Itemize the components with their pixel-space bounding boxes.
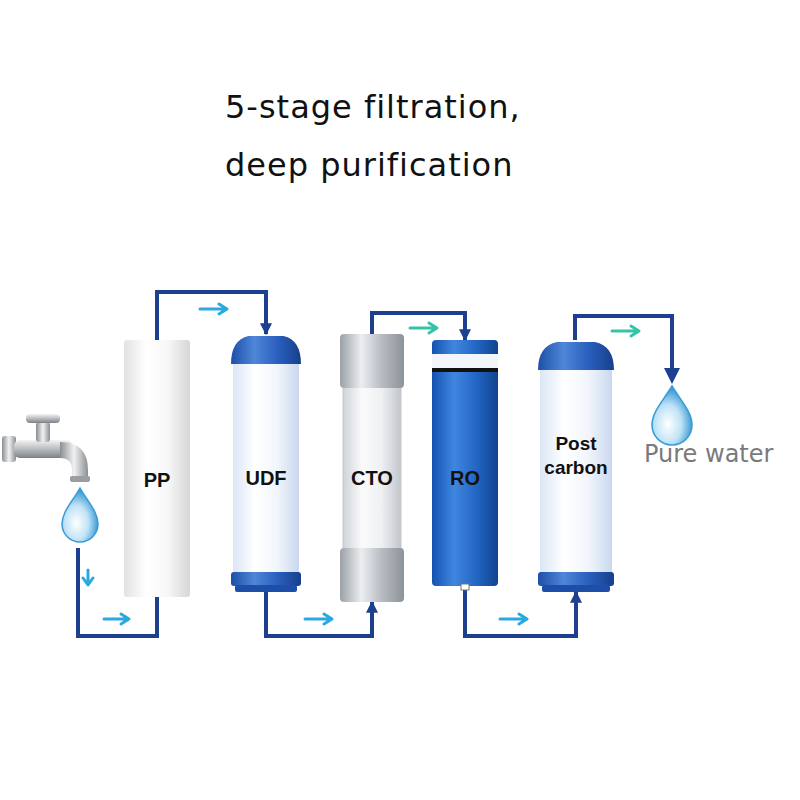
filter-cap: [231, 336, 301, 364]
filter-cap: [538, 342, 614, 370]
filter-cap: [340, 334, 404, 388]
membrane-port: [461, 584, 469, 590]
membrane-body: [432, 340, 498, 586]
filter-label: UDF: [231, 466, 301, 491]
filter-ring: [235, 585, 297, 592]
cartridge-outline: [124, 340, 190, 597]
cartridge-outline: [432, 340, 498, 586]
membrane-band: [432, 354, 498, 368]
pipe-connector: [465, 586, 576, 636]
title: 5-stage filtration, deep purification: [225, 78, 570, 194]
filter-cartridge: PP: [124, 340, 190, 597]
filter-body: [233, 356, 299, 574]
filter-cartridge: CTO: [340, 334, 404, 602]
filter-label: RO: [432, 466, 498, 491]
membrane-band: [432, 368, 498, 372]
pipe-connector: [157, 292, 266, 340]
filter-label: CTO: [340, 466, 404, 491]
output-label: Pure water: [644, 440, 773, 468]
filter-ring: [231, 572, 301, 586]
filter-cartridge: Post carbon: [538, 340, 614, 592]
flow-arrow: [83, 304, 639, 624]
outlet-arrowhead: [664, 368, 680, 384]
filter-cap: [340, 548, 404, 602]
filter-body: [124, 340, 190, 597]
filter-ring: [538, 572, 614, 586]
filter-ring: [542, 585, 610, 592]
water-droplet: [652, 386, 692, 445]
filter-label: Post carbon: [538, 432, 614, 480]
faucet: [2, 414, 90, 482]
filter-cartridge: RO: [432, 340, 498, 586]
filter-cartridge: UDF: [231, 334, 301, 592]
cartridge-outline: [231, 334, 301, 592]
water-droplet: [62, 488, 98, 542]
filter-label: PP: [124, 468, 190, 493]
